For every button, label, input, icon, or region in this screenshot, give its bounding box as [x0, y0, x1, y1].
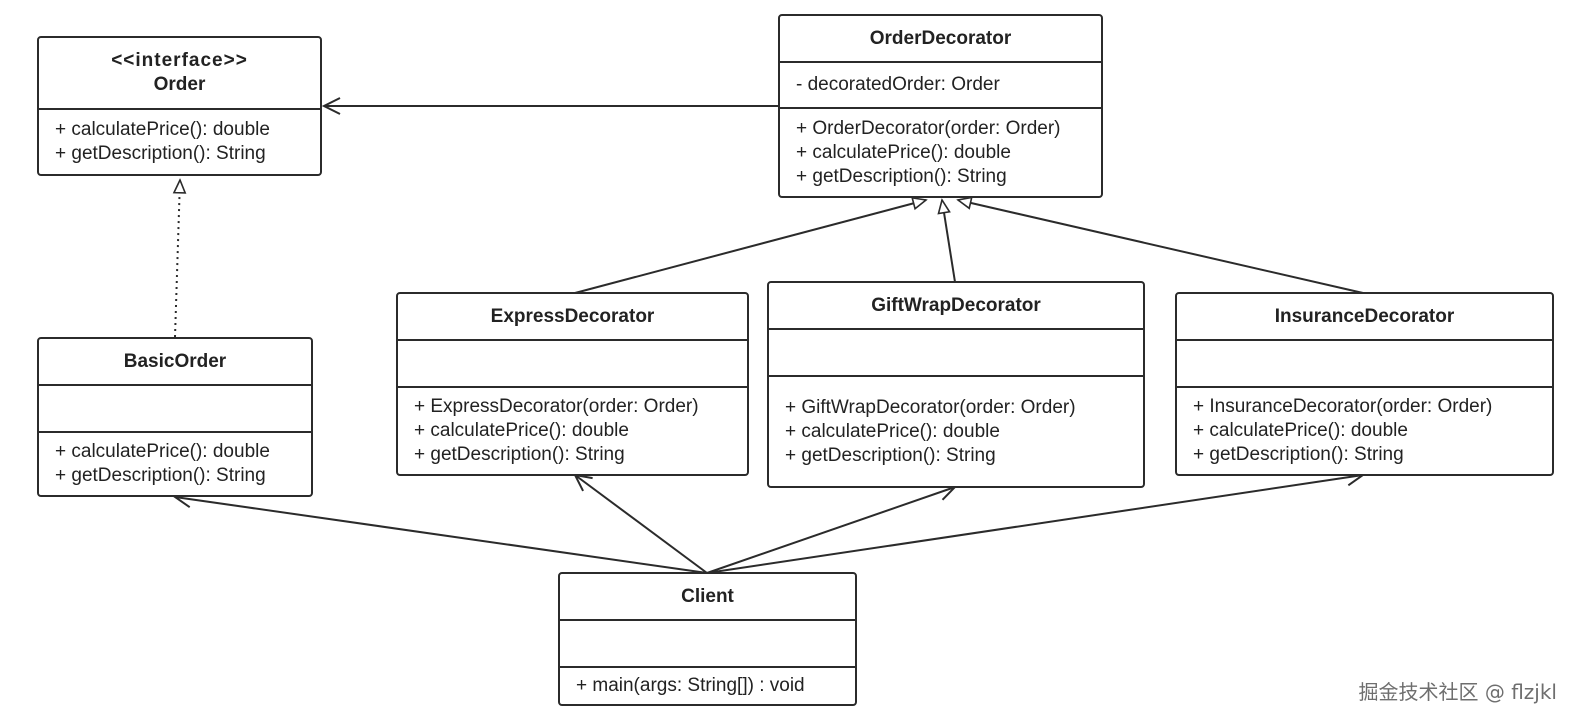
class-basicorder-name: BasicOrder — [123, 350, 227, 372]
class-expressdecorator: ExpressDecorator + ExpressDecorator(orde… — [396, 292, 749, 476]
class-insurancedecorator: InsuranceDecorator + InsuranceDecorator(… — [1175, 292, 1554, 476]
operation: + GiftWrapDecorator(order: Order) — [785, 396, 1076, 418]
operation: + getDescription(): String — [414, 444, 625, 465]
class-orderdecorator-attributes: - decoratedOrder: Order — [780, 63, 1101, 109]
class-client-operations: + main(args: String[]) : void — [560, 668, 855, 704]
watermark: 掘金技术社区 @ flzjkl — [1358, 680, 1557, 704]
class-giftwrapdecorator-attributes — [769, 330, 1143, 377]
operation: + calculatePrice(): double — [414, 420, 629, 441]
class-order-stereotype: <<interface>> — [111, 50, 248, 71]
class-basicorder-attributes — [39, 386, 311, 433]
edge-client-to-express — [575, 475, 708, 574]
edge-giftwrap-extends-orderdecorator — [942, 200, 956, 283]
edge-client-to-giftwrap — [706, 487, 955, 574]
operation: + OrderDecorator(order: Order) — [796, 117, 1061, 139]
class-expressdecorator-name: ExpressDecorator — [490, 305, 655, 327]
class-client-attributes — [560, 621, 855, 668]
attribute: - decoratedOrder: Order — [796, 74, 1000, 95]
operation: + getDescription(): String — [796, 165, 1007, 187]
edge-client-to-basicorder — [175, 497, 708, 574]
class-client: Client + main(args: String[]) : void — [558, 572, 857, 706]
class-client-header: Client — [560, 574, 855, 621]
class-order-name: Order — [153, 74, 206, 95]
class-giftwrapdecorator-name: GiftWrapDecorator — [871, 294, 1041, 316]
operation: + calculatePrice(): double — [1193, 420, 1408, 441]
operation: + getDescription(): String — [55, 465, 266, 486]
class-giftwrapdecorator-header: GiftWrapDecorator — [769, 283, 1143, 330]
operation: + calculatePrice(): double — [796, 141, 1011, 163]
class-basicorder-operations: + calculatePrice(): double + getDescript… — [39, 433, 311, 495]
operation: + main(args: String[]) : void — [576, 675, 805, 696]
class-client-name: Client — [681, 585, 734, 607]
class-orderdecorator: OrderDecorator - decoratedOrder: Order +… — [778, 14, 1103, 198]
class-expressdecorator-header: ExpressDecorator — [398, 294, 747, 341]
class-orderdecorator-operations: + OrderDecorator(order: Order) + calcula… — [780, 109, 1101, 196]
class-insurancedecorator-operations: + InsuranceDecorator(order: Order) + cal… — [1177, 388, 1552, 474]
class-order-header: <<interface>> Order — [39, 38, 320, 110]
operation: + getDescription(): String — [785, 444, 996, 466]
operation: + calculatePrice(): double — [55, 441, 270, 462]
operation: + getDescription(): String — [1193, 444, 1404, 465]
class-orderdecorator-header: OrderDecorator — [780, 16, 1101, 63]
class-basicorder: BasicOrder + calculatePrice(): double + … — [37, 337, 313, 497]
class-insurancedecorator-name: InsuranceDecorator — [1274, 305, 1455, 327]
class-giftwrapdecorator-operations: + GiftWrapDecorator(order: Order) + calc… — [769, 377, 1143, 486]
operation: + getDescription(): String — [55, 143, 266, 164]
class-insurancedecorator-attributes — [1177, 341, 1552, 388]
class-giftwrapdecorator: GiftWrapDecorator + GiftWrapDecorator(or… — [767, 281, 1145, 488]
class-insurancedecorator-header: InsuranceDecorator — [1177, 294, 1552, 341]
edge-insurance-extends-orderdecorator — [958, 200, 1364, 294]
class-order: <<interface>> Order + calculatePrice(): … — [37, 36, 322, 176]
operation: + calculatePrice(): double — [785, 420, 1000, 442]
class-expressdecorator-operations: + ExpressDecorator(order: Order) + calcu… — [398, 388, 747, 474]
operation: + InsuranceDecorator(order: Order) — [1193, 396, 1493, 417]
class-order-operations: + calculatePrice(): double + getDescript… — [39, 110, 320, 174]
edge-client-to-insurance — [706, 475, 1363, 574]
class-basicorder-header: BasicOrder — [39, 339, 311, 386]
edge-express-extends-orderdecorator — [574, 200, 926, 294]
edge-basicorder-realizes-order — [175, 180, 180, 338]
class-expressdecorator-attributes — [398, 341, 747, 388]
operation: + calculatePrice(): double — [55, 119, 270, 140]
class-orderdecorator-name: OrderDecorator — [869, 27, 1012, 49]
operation: + ExpressDecorator(order: Order) — [414, 396, 699, 417]
